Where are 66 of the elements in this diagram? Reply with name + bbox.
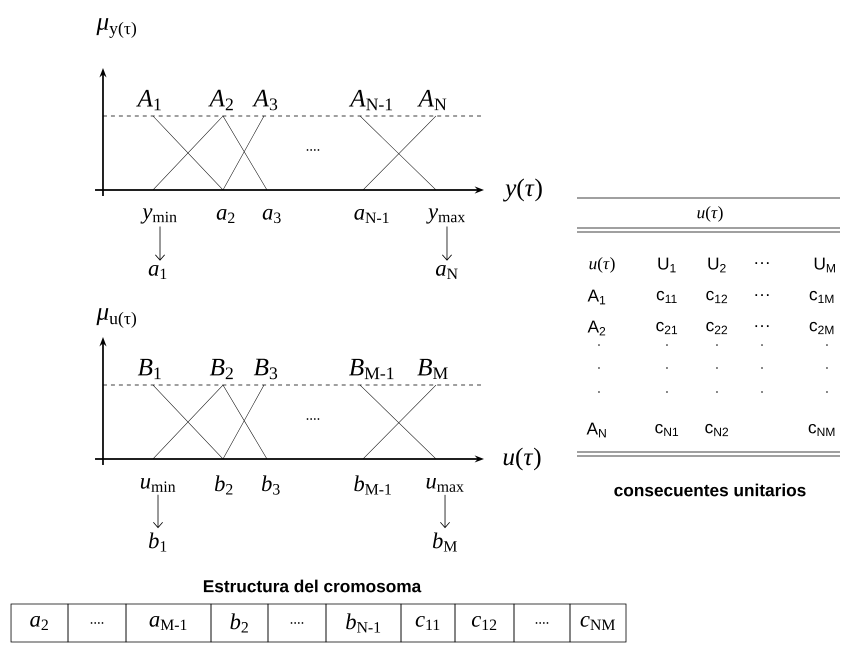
tick-label: b$_{M}$ [432,532,457,552]
tick-label: b$_{2}$ [214,475,232,495]
membership-label: A$_{2}$ [208,90,233,110]
table-cell: ··· [755,294,769,296]
ellipsis: .... [306,418,320,420]
table-header: u(τ) [697,206,723,222]
membership-label: B$_{2}$ [210,358,233,380]
chromosome-cell: b$_{2}$ [210,604,268,642]
tick-label: y$_{min}$ [140,208,177,224]
table-cell: c$_{12}$ [706,290,728,304]
membership-label: A$_{N-1}$ [348,90,392,110]
membership-label: B$_{M}$ [417,358,448,380]
arrow [152,494,164,528]
table-cell: c$_{2M}$ [810,322,834,334]
chromosome-cell: a$_{M-1}$ [126,604,212,642]
axis-label: y(τ) [503,178,542,202]
table-cell: U$_{1}$ [658,258,676,272]
axis-label: μ$_{u(τ)}$ [96,308,136,328]
arrow [440,494,450,528]
tick-label: a$_{3}$ [262,208,281,224]
membership-label: B$_{M-1}$ [349,358,394,380]
chromosome-cell: b$_{N-1}$ [326,604,402,642]
chromosome-cell: c$_{11}$ [400,604,456,642]
table-cell: c$_{N1}$ [655,424,678,436]
tick-label: y$_{max}$ [426,208,466,224]
table-cell: A$_{1}$ [588,290,606,304]
table-caption: consecuentes unitarios [614,484,806,496]
table-cell: ··· [755,262,769,264]
membership-label: A$_{3}$ [252,90,278,110]
arrow [442,226,452,261]
ellipsis: .... [306,149,320,151]
table-cell: c$_{22}$ [706,322,728,334]
tick-label: a$_{N-1}$ [354,208,389,224]
chromosome-cell: .... [268,604,326,642]
table-cell: c$_{N2}$ [705,424,728,436]
table-cell: A$_{2}$ [588,320,606,336]
tick-label: a$_{N}$ [436,264,458,280]
axis-label: μ$_{y(τ)}$ [96,18,136,38]
section-heading: Estructura del cromosoma [204,580,422,592]
tick-label: b$_{3}$ [262,475,280,495]
table-cell: u(τ) [589,257,615,273]
table-cell: U$_{2}$ [708,258,726,272]
tick-label: b$_{1}$ [148,532,166,552]
table-cell: c$_{NM}$ [808,424,834,436]
chromosome-cell: .... [68,604,126,642]
chromosome-cell: a$_{2}$ [10,604,68,642]
tick-label: u$_{min}$ [140,478,176,492]
membership-label: B$_{1}$ [138,358,161,380]
chromosome-cell: c$_{12}$ [454,604,514,642]
chromosome-cell: c$_{NM}$ [570,604,626,642]
tick-label: a$_{1}$ [148,264,166,280]
arrow [154,226,166,261]
chromosome-cell: .... [514,604,570,642]
table-cell: A$_{N}$ [586,422,606,438]
table-cell: ··· [755,325,769,328]
membership-label: A$_{N}$ [417,90,446,110]
table-cell: c$_{11}$ [656,290,677,304]
tick-label: a$_{2}$ [216,208,234,224]
membership-label: B$_{3}$ [254,358,278,380]
axis-label: u(τ) [504,448,540,470]
table-cell: U$_{M}$ [814,258,835,272]
tick-label: u$_{max}$ [426,478,464,492]
membership-label: A$_{1}$ [136,90,161,110]
tick-label: b$_{M-1}$ [354,475,391,495]
table-cell: c$_{1M}$ [810,290,834,304]
table-cell: c$_{21}$ [656,322,678,334]
